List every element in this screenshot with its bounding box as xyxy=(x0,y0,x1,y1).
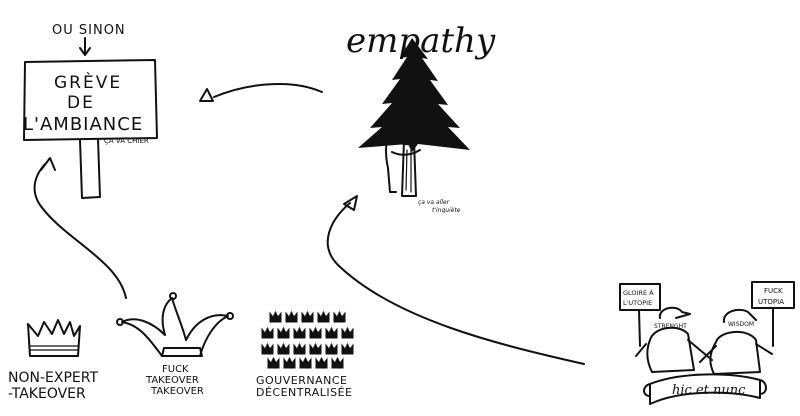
arrowhead-tree-to-sign xyxy=(199,88,214,102)
jester-label-2: TAKEOVER xyxy=(145,375,199,386)
right-protester xyxy=(699,308,773,375)
sign-line-1: GRÈVE xyxy=(54,71,122,93)
tree-trunk xyxy=(401,139,417,197)
jester-group: FUCK TAKEOVER TAKEOVER xyxy=(116,292,234,397)
arrow-crown-to-sign xyxy=(33,163,127,299)
left-protest-sign xyxy=(619,283,661,311)
mini-crown-icon-1-3 xyxy=(309,326,322,339)
mini-crown-icon-0-1 xyxy=(285,310,298,323)
crowns-grid-group: GOUVERNANCE DÉCENTRALISÉE xyxy=(256,310,354,399)
banner-text: hic et nunc xyxy=(672,383,746,398)
mini-crown-icon-3-0 xyxy=(267,356,280,369)
arrowhead-protest-to-tree xyxy=(343,195,358,211)
crown-icon xyxy=(27,319,81,357)
strike-sign: OU SINON GRÈVE DE L'AMBIANCE ÇA VA CHIER xyxy=(23,23,158,199)
sign-line-2: DE xyxy=(67,93,95,113)
left-sign-line-1: GLOIRE À xyxy=(623,288,654,297)
arrow-protest-to-tree xyxy=(326,202,585,365)
crown-label-1: NON-EXPERT xyxy=(8,370,98,386)
jester-label-3: TAKEOVER xyxy=(150,386,204,397)
sign-post xyxy=(79,138,101,199)
mini-crown-icon-2-2 xyxy=(293,342,306,355)
mini-crown-icon-0-3 xyxy=(317,310,330,323)
right-sign-line-2: UTOPIA xyxy=(758,298,784,306)
mini-crown-icon-3-4 xyxy=(331,356,344,369)
cycle-arrows xyxy=(33,83,585,365)
arrow-tree-to-sign xyxy=(213,83,323,98)
mini-crown-icon-2-4 xyxy=(325,342,338,355)
banner-scroll xyxy=(643,373,767,405)
arrowhead-crown-to-sign xyxy=(40,157,56,171)
left-sign-pole xyxy=(638,309,641,347)
mini-crown-icon-1-5 xyxy=(341,326,354,339)
jester-bell-top xyxy=(169,292,177,300)
sign-line-3: L'AMBIANCE xyxy=(23,114,143,135)
left-cap-label: STRENGHT xyxy=(654,323,687,330)
jester-label-1: FUCK xyxy=(162,364,189,375)
tree-caption-2: t'inquiète xyxy=(432,207,461,214)
left-sign-line-2: L'UTOPIE xyxy=(623,299,652,307)
crown-label-2: -TAKEOVER xyxy=(8,386,86,402)
mini-crown-icon-0-4 xyxy=(333,310,346,323)
jester-band xyxy=(161,347,203,357)
crown-group: NON-EXPERT -TAKEOVER xyxy=(8,319,98,402)
tree-foliage xyxy=(358,38,470,152)
protest-scene: GLOIRE À L'UTOPIE FUCK UTOPIA STRENGHT W… xyxy=(619,281,795,405)
sign-subnote: ÇA VA CHIER xyxy=(104,137,149,145)
right-sign-line-1: FUCK xyxy=(764,287,783,295)
mini-crown-icon-2-3 xyxy=(309,342,322,355)
mini-crown-icon-1-2 xyxy=(293,326,306,339)
mini-crown-icon-0-2 xyxy=(301,310,314,323)
mini-crown-icon-1-1 xyxy=(277,326,290,339)
right-cap-label: WISDOM xyxy=(728,321,754,328)
mini-crown-icon-2-0 xyxy=(261,342,274,355)
mini-crown-icon-3-3 xyxy=(315,356,328,369)
hugging-figure xyxy=(385,121,421,193)
trunk-lines xyxy=(405,147,412,193)
jester-bell-left xyxy=(116,318,124,326)
left-protester xyxy=(635,306,713,373)
mini-crown-icon-2-1 xyxy=(277,342,290,355)
tree-caption-1: ça va aller xyxy=(418,199,450,206)
mini-crown-icon-2-5 xyxy=(341,342,354,355)
sign-board xyxy=(23,59,158,141)
mini-crown-icon-1-4 xyxy=(325,326,338,339)
jester-bell-right xyxy=(226,312,234,320)
grid-label-2: DÉCENTRALISÉE xyxy=(256,386,352,399)
sign-top-note: OU SINON xyxy=(52,23,126,38)
sign-down-arrow xyxy=(79,37,91,56)
right-protest-sign xyxy=(751,281,795,309)
mini-crown-icon-3-2 xyxy=(299,356,312,369)
mini-crown-icon-3-1 xyxy=(283,356,296,369)
crown-band xyxy=(29,345,79,351)
mini-crowns-grid xyxy=(261,310,354,369)
mini-crown-icon-1-0 xyxy=(261,326,274,339)
empathy-tree: empathy ça va aller t'inquiète xyxy=(346,21,496,214)
grid-label-1: GOUVERNANCE xyxy=(256,374,347,387)
mini-crown-icon-0-0 xyxy=(269,310,282,323)
